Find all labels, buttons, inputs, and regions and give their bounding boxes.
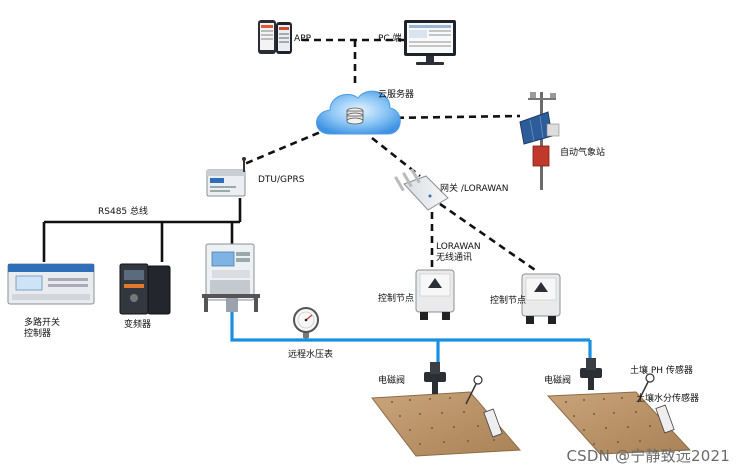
lorawan-label-line1: LORAWAN bbox=[436, 242, 481, 252]
solenoid-valve-right-label: 电磁阀 bbox=[544, 376, 572, 386]
cloud-server-label: 云服务器 bbox=[378, 90, 415, 100]
app-phone-icon bbox=[258, 20, 292, 54]
watermark-text: CSDN @宁静致远2021 bbox=[566, 447, 730, 465]
inverter-label: 变频器 bbox=[124, 320, 152, 330]
control-node-right-icon bbox=[521, 273, 561, 324]
controller-label-line1: 多路开关 bbox=[24, 318, 61, 328]
pc-label: PC 端 bbox=[378, 34, 402, 44]
rs485-label: RS485 总线 bbox=[98, 207, 149, 217]
lorawan-label-line2: 无线通讯 bbox=[436, 253, 473, 263]
ph-sensor-label: 土壤 PH 传感器 bbox=[630, 366, 693, 376]
inverter-icon bbox=[119, 263, 171, 315]
link-gateway-node-right bbox=[439, 202, 539, 274]
cloud-server-icon bbox=[316, 90, 401, 135]
gateway-label: 网关 /LORAWAN bbox=[440, 184, 509, 194]
gateway-icon bbox=[394, 168, 449, 211]
controller-label-line2: 控制器 bbox=[24, 329, 52, 339]
network-links bbox=[241, 38, 539, 274]
weather-station-label: 自动气象站 bbox=[560, 148, 606, 158]
ph-sensor-left-icon bbox=[465, 375, 483, 405]
multi-switch-controller-label: 多路开关 控制器 bbox=[24, 318, 60, 340]
control-node-left-label: 控制节点 bbox=[378, 294, 415, 304]
link-cloud-weather bbox=[384, 114, 521, 120]
control-node-right-label: 控制节点 bbox=[490, 296, 527, 306]
irrigation-cabinet-icon bbox=[202, 243, 260, 312]
dtu-label: DTU/GPRS bbox=[258, 175, 305, 185]
moisture-sensor-label: 土壤水分传感器 bbox=[636, 394, 700, 404]
field-left bbox=[371, 391, 522, 457]
field-right bbox=[546, 391, 692, 455]
lorawan-label: LORAWAN 无线通讯 bbox=[436, 242, 481, 264]
ph-sensor-right-icon bbox=[637, 373, 655, 403]
control-node-left-icon bbox=[415, 269, 455, 320]
multi-switch-controller-icon bbox=[7, 263, 95, 305]
app-label: APP bbox=[294, 34, 312, 44]
water-pipes bbox=[230, 312, 592, 370]
link-cloud-dtu bbox=[241, 126, 331, 167]
solenoid-valve-right-icon bbox=[580, 358, 602, 390]
pressure-gauge-icon bbox=[293, 307, 319, 338]
solenoid-valve-left-icon bbox=[424, 362, 446, 394]
pc-monitor-icon bbox=[404, 20, 456, 65]
dtu-module-icon bbox=[206, 157, 246, 197]
rs485-bus bbox=[42, 198, 242, 262]
weather-station-icon bbox=[519, 92, 560, 190]
solenoid-valve-left-label: 电磁阀 bbox=[378, 376, 406, 386]
pressure-gauge-label: 远程水压表 bbox=[288, 350, 334, 360]
